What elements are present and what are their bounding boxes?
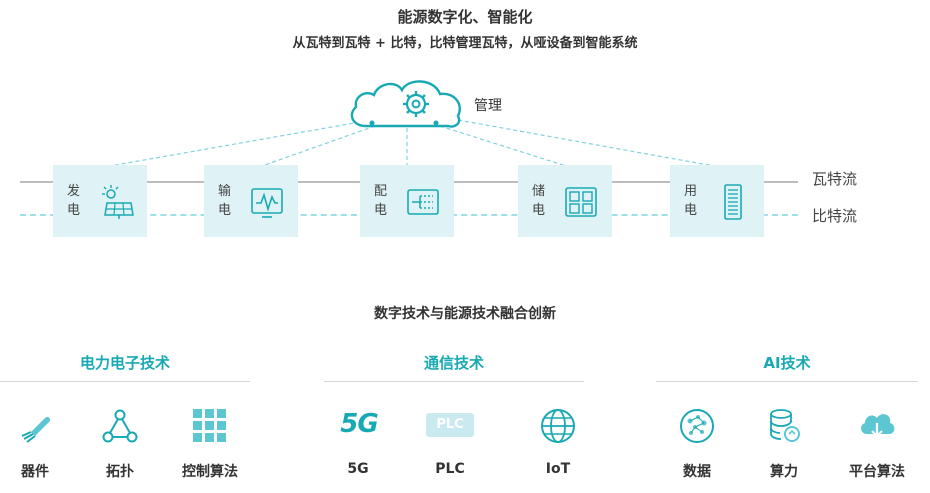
item-label: 器件 [21, 464, 49, 480]
item-label: 平台算法 [849, 464, 905, 480]
topology-icon [102, 409, 138, 443]
node-char: 储 [532, 184, 546, 199]
node-char: 电 [532, 203, 546, 218]
node-char: 电 [684, 203, 698, 218]
node-char: 配 [374, 184, 388, 199]
node-consumption: 用电 [670, 165, 764, 237]
node-generation: 发电 [53, 165, 147, 237]
node-char: 电 [218, 203, 232, 218]
node-char: 输 [218, 184, 232, 199]
section-title: 数字技术与能源技术融合创新 [374, 306, 556, 322]
battery-storage-icon [565, 187, 597, 217]
item-label: PLC [435, 461, 465, 477]
item-label: 数据 [683, 464, 711, 480]
item-label: 算力 [770, 464, 798, 480]
cloud-download-icon [861, 414, 895, 438]
grid-algorithm-icon [193, 409, 226, 442]
node-storage: 储电 [518, 165, 612, 237]
item-label: 拓扑 [106, 464, 134, 480]
meter-icon [724, 184, 742, 220]
diagram-subtitle: 从瓦特到瓦特 + 比特，比特管理瓦特，从哑设备到智能系统 [292, 36, 638, 51]
data-icon [680, 409, 714, 443]
distribution-icon [407, 189, 439, 215]
watt-flow-label: 瓦特流 [812, 170, 858, 188]
cloud-manage-label: 管理 [474, 98, 502, 114]
category-title-ai: AI技术 [763, 354, 811, 372]
item-label: IoT [545, 461, 571, 477]
item-label: 5G [347, 461, 369, 477]
gear-cloud-icon [350, 80, 461, 128]
node-transmission: 输电 [204, 165, 298, 237]
category-divider [324, 381, 584, 382]
plc-icon: PLC [426, 413, 474, 437]
node-char: 用 [684, 184, 698, 199]
category-title-communication: 通信技术 [423, 354, 484, 372]
compute-icon [770, 409, 800, 442]
node-char: 发 [67, 184, 81, 199]
category-title-power-electronics: 电力电子技术 [79, 354, 170, 372]
globe-icon [541, 409, 575, 443]
node-char: 电 [67, 203, 81, 218]
category-divider [656, 381, 918, 382]
bit-flow-label: 比特流 [812, 207, 858, 225]
diagram-title: 能源数字化、智能化 [397, 8, 533, 26]
item-label: 控制算法 [182, 464, 238, 480]
5g-icon: 5G [340, 409, 378, 439]
solar-panel-icon [102, 185, 134, 219]
waveform-icon [251, 188, 283, 218]
node-char: 电 [374, 203, 388, 218]
node-distribution: 配电 [360, 165, 454, 237]
chip-device-icon [21, 416, 51, 443]
category-divider [0, 381, 250, 382]
